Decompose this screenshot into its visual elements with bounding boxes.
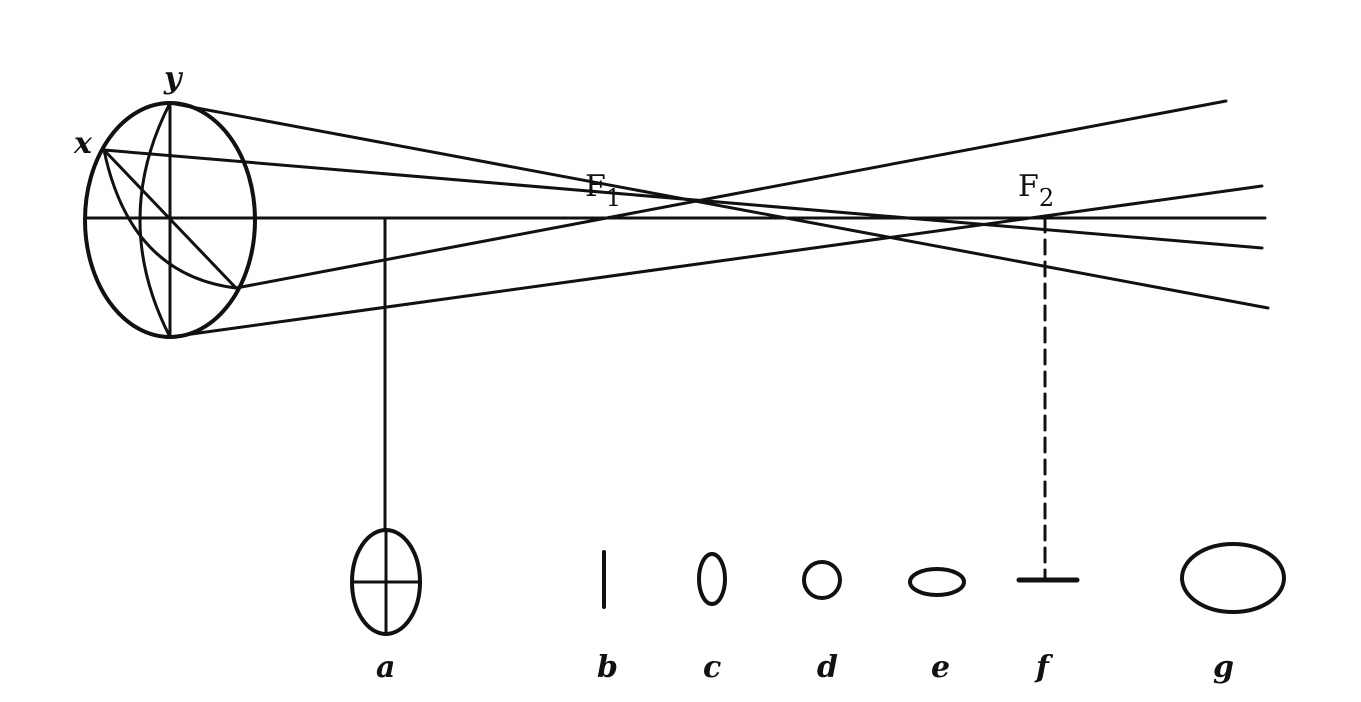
- ray-lower-through-f1: [234, 99, 1228, 290]
- rays: [102, 99, 1270, 339]
- label-f2: F2: [1018, 169, 1054, 212]
- label-b: b: [597, 650, 618, 685]
- ray-bottom-to-f2: [168, 184, 1264, 339]
- label-e: e: [931, 650, 950, 685]
- lens-curve-oblique: [102, 148, 238, 290]
- label-y: y: [163, 61, 184, 96]
- label-f1-letter: F: [585, 169, 606, 204]
- label-f2-subscript: 2: [1039, 184, 1054, 212]
- label-x: x: [73, 126, 93, 161]
- cross-section-c: [697, 552, 727, 606]
- cross-section-g: [1180, 542, 1286, 614]
- ray-x-through-f1: [102, 148, 1264, 250]
- label-f: f: [1034, 650, 1054, 685]
- label-c: c: [703, 650, 721, 685]
- label-d: d: [817, 650, 838, 685]
- cross-section-d: [802, 560, 842, 600]
- lens: [83, 101, 257, 339]
- label-f1: F1: [585, 169, 621, 212]
- label-f2-letter: F: [1018, 169, 1039, 204]
- cross-section-e: [908, 567, 966, 597]
- label-a: a: [376, 650, 395, 685]
- label-g: g: [1213, 650, 1234, 685]
- label-f1-subscript: 1: [606, 184, 621, 212]
- cross-section-a: [350, 528, 422, 636]
- lens-curve-vertical: [138, 101, 172, 339]
- ray-top-to-f2: [168, 101, 1270, 310]
